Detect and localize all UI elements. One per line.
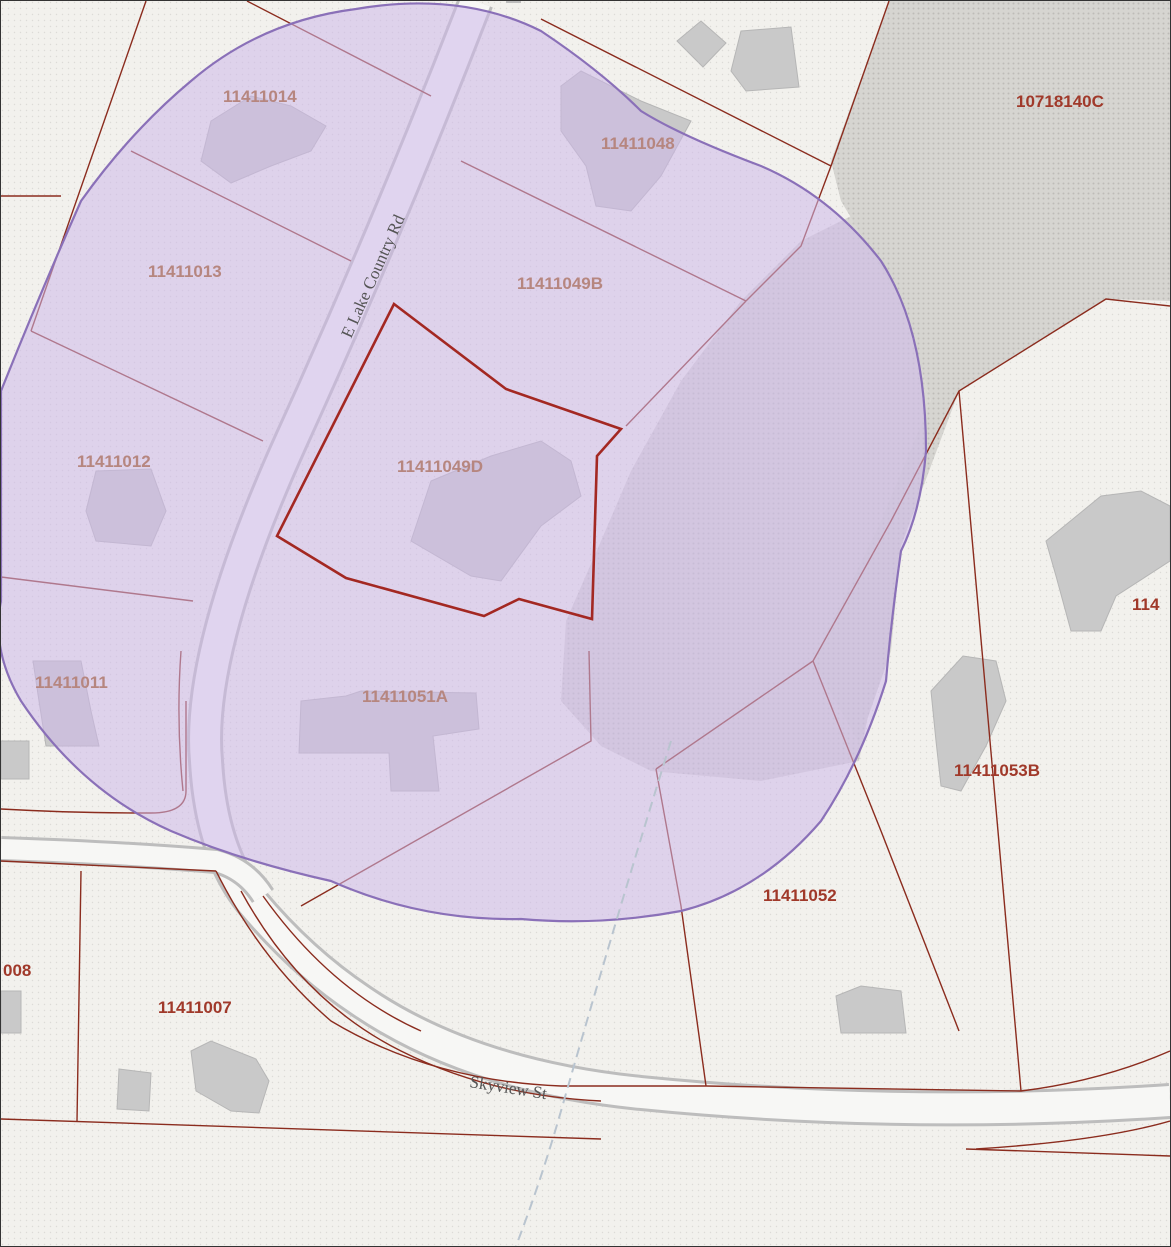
parcel-label-11411013: 11411013 [148, 262, 222, 281]
boundary-dashed-line [515, 740, 672, 1246]
parcel-labels: 11411014 11411048 10718140C 11411013 114… [3, 87, 1160, 1017]
parcel-label-11411053b: 11411053B [954, 761, 1040, 780]
parcel-label-11411051a: 11411051A [362, 687, 448, 706]
building-top-1 [676, 20, 727, 68]
parcel-label-11411012: 11411012 [77, 452, 151, 471]
building-11411053b [930, 655, 1007, 792]
parcel-label-11411049d: 11411049D [397, 457, 483, 476]
parcel-label-11411007: 11411007 [158, 998, 232, 1017]
search-buffer-area[interactable] [1, 2, 928, 923]
building-top-2 [730, 26, 800, 92]
building-11411007-a [190, 1040, 270, 1114]
parcel-label-114-partial: 114 [1132, 595, 1160, 614]
parcel-label-11411011: 11411011 [35, 673, 108, 692]
parcel-label-11411048: 11411048 [601, 134, 675, 153]
building-11411007-b [116, 1068, 152, 1112]
parcel-label-008-partial: 008 [3, 961, 31, 980]
building-right-1 [1045, 490, 1170, 632]
building-left-edge [1, 740, 30, 780]
building-left-edge-2 [1, 990, 22, 1034]
parcel-label-10718140c: 10718140C [1016, 92, 1104, 111]
parcel-label-11411052: 11411052 [763, 886, 837, 905]
building-11411052 [835, 985, 907, 1034]
open-space-area [813, 1, 1170, 743]
parcel-label-11411014: 11411014 [223, 87, 297, 106]
selected-parcel-11411049d[interactable] [275, 302, 624, 621]
parcel-label-11411049b: 11411049B [517, 274, 603, 293]
